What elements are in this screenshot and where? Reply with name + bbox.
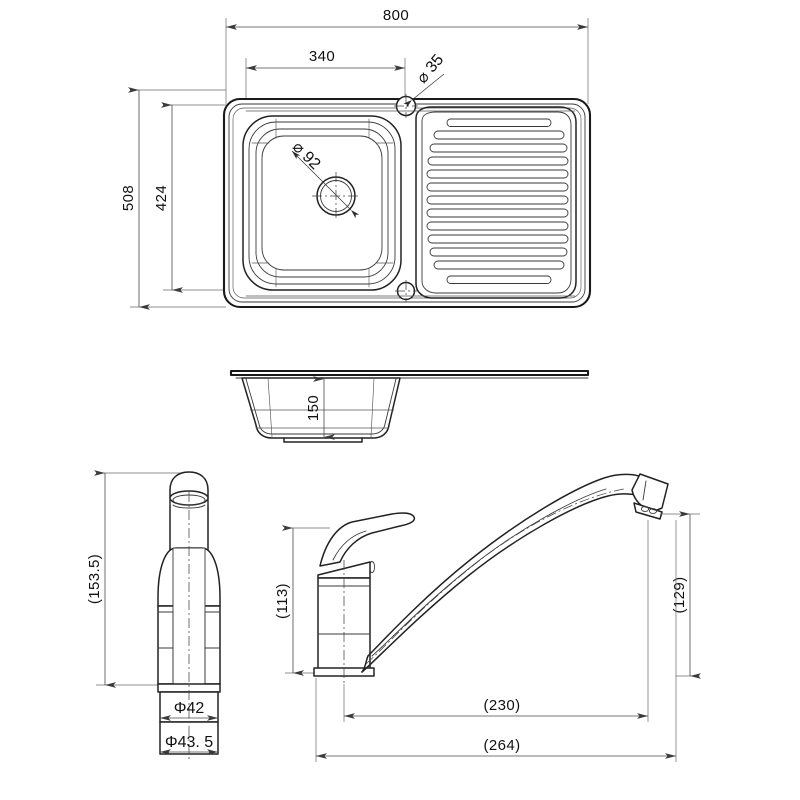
tap-side-view: (113) (129) — [274, 473, 701, 762]
tap-side-aerator-outlet-1 — [640, 506, 650, 512]
drainer-rib — [426, 169, 569, 179]
tap-side-nose-seam — [642, 480, 647, 501]
dim-label-spout-reach-outer: (264) — [483, 737, 520, 754]
drainer-rib — [433, 130, 565, 140]
drainer-ribs — [426, 118, 569, 284]
bowl-outer-contour — [242, 115, 402, 291]
tap-front-aerator-base — [172, 504, 206, 509]
tap-side-spout-lower — [361, 493, 651, 673]
tap-hole-lower — [395, 280, 417, 302]
leader-tap-hole-dia — [403, 73, 445, 108]
drainer-rib — [433, 260, 565, 270]
drainer-rib — [427, 234, 569, 244]
dim-label-tap-height: (153.5) — [86, 554, 103, 604]
dim-label-bowl-height: 150 — [305, 395, 322, 421]
drainer-rib — [429, 143, 568, 153]
section-rim-flange — [229, 369, 590, 377]
leader-waste-dia — [291, 150, 360, 219]
dim-label-spout-reach-inner: (230) — [483, 697, 520, 714]
section-construction-line-2 — [370, 377, 375, 438]
dim-label-tap-body-height: (113) — [274, 583, 291, 619]
dim-label-tap-hole-dia: ⌀ 35 — [414, 51, 448, 86]
bowl-base-contour — [261, 135, 383, 271]
section-construction-line-1 — [267, 377, 273, 438]
dim-label-phi42: Φ42 — [174, 700, 205, 717]
section-bowl-base — [283, 437, 363, 443]
sink-side-section-view: 150 — [229, 369, 590, 443]
dim-label-bowl-depth: 424 — [153, 185, 170, 211]
tap-front-view: (153.5) Φ42 Φ43. 5 — [86, 470, 221, 760]
drainer-rib — [446, 275, 552, 284]
tap-side-lever-underline — [332, 530, 367, 561]
dim-label-overall-width: 800 — [383, 7, 409, 24]
tap-side-spout-root — [361, 655, 369, 673]
drainer-rib — [427, 156, 569, 166]
bowl-wall-contour — [248, 121, 396, 285]
drainer-rib — [446, 118, 552, 127]
drainer-rib — [426, 208, 569, 218]
dim-label-overall-depth: 508 — [120, 185, 137, 211]
tap-side-lever-handle — [319, 512, 416, 567]
drainer-rib — [429, 247, 568, 257]
dim-label-bowl-width: 340 — [309, 48, 335, 65]
drainer-rib — [426, 221, 569, 231]
sink-top-view: 800 340 508 424 — [120, 7, 592, 310]
tap-side-spout-upper — [367, 473, 649, 657]
drainer-rib — [426, 182, 569, 192]
tap-side-aerator-outlet-2 — [648, 508, 658, 514]
tap-side-spout-centerline — [365, 488, 625, 665]
drainer-rib — [426, 195, 569, 205]
dim-label-spout-height: (129) — [671, 576, 688, 613]
bowl-mid-contour — [255, 128, 389, 278]
drainer-board-inner — [421, 111, 572, 294]
dim-label-phi435: Φ43. 5 — [165, 734, 213, 751]
